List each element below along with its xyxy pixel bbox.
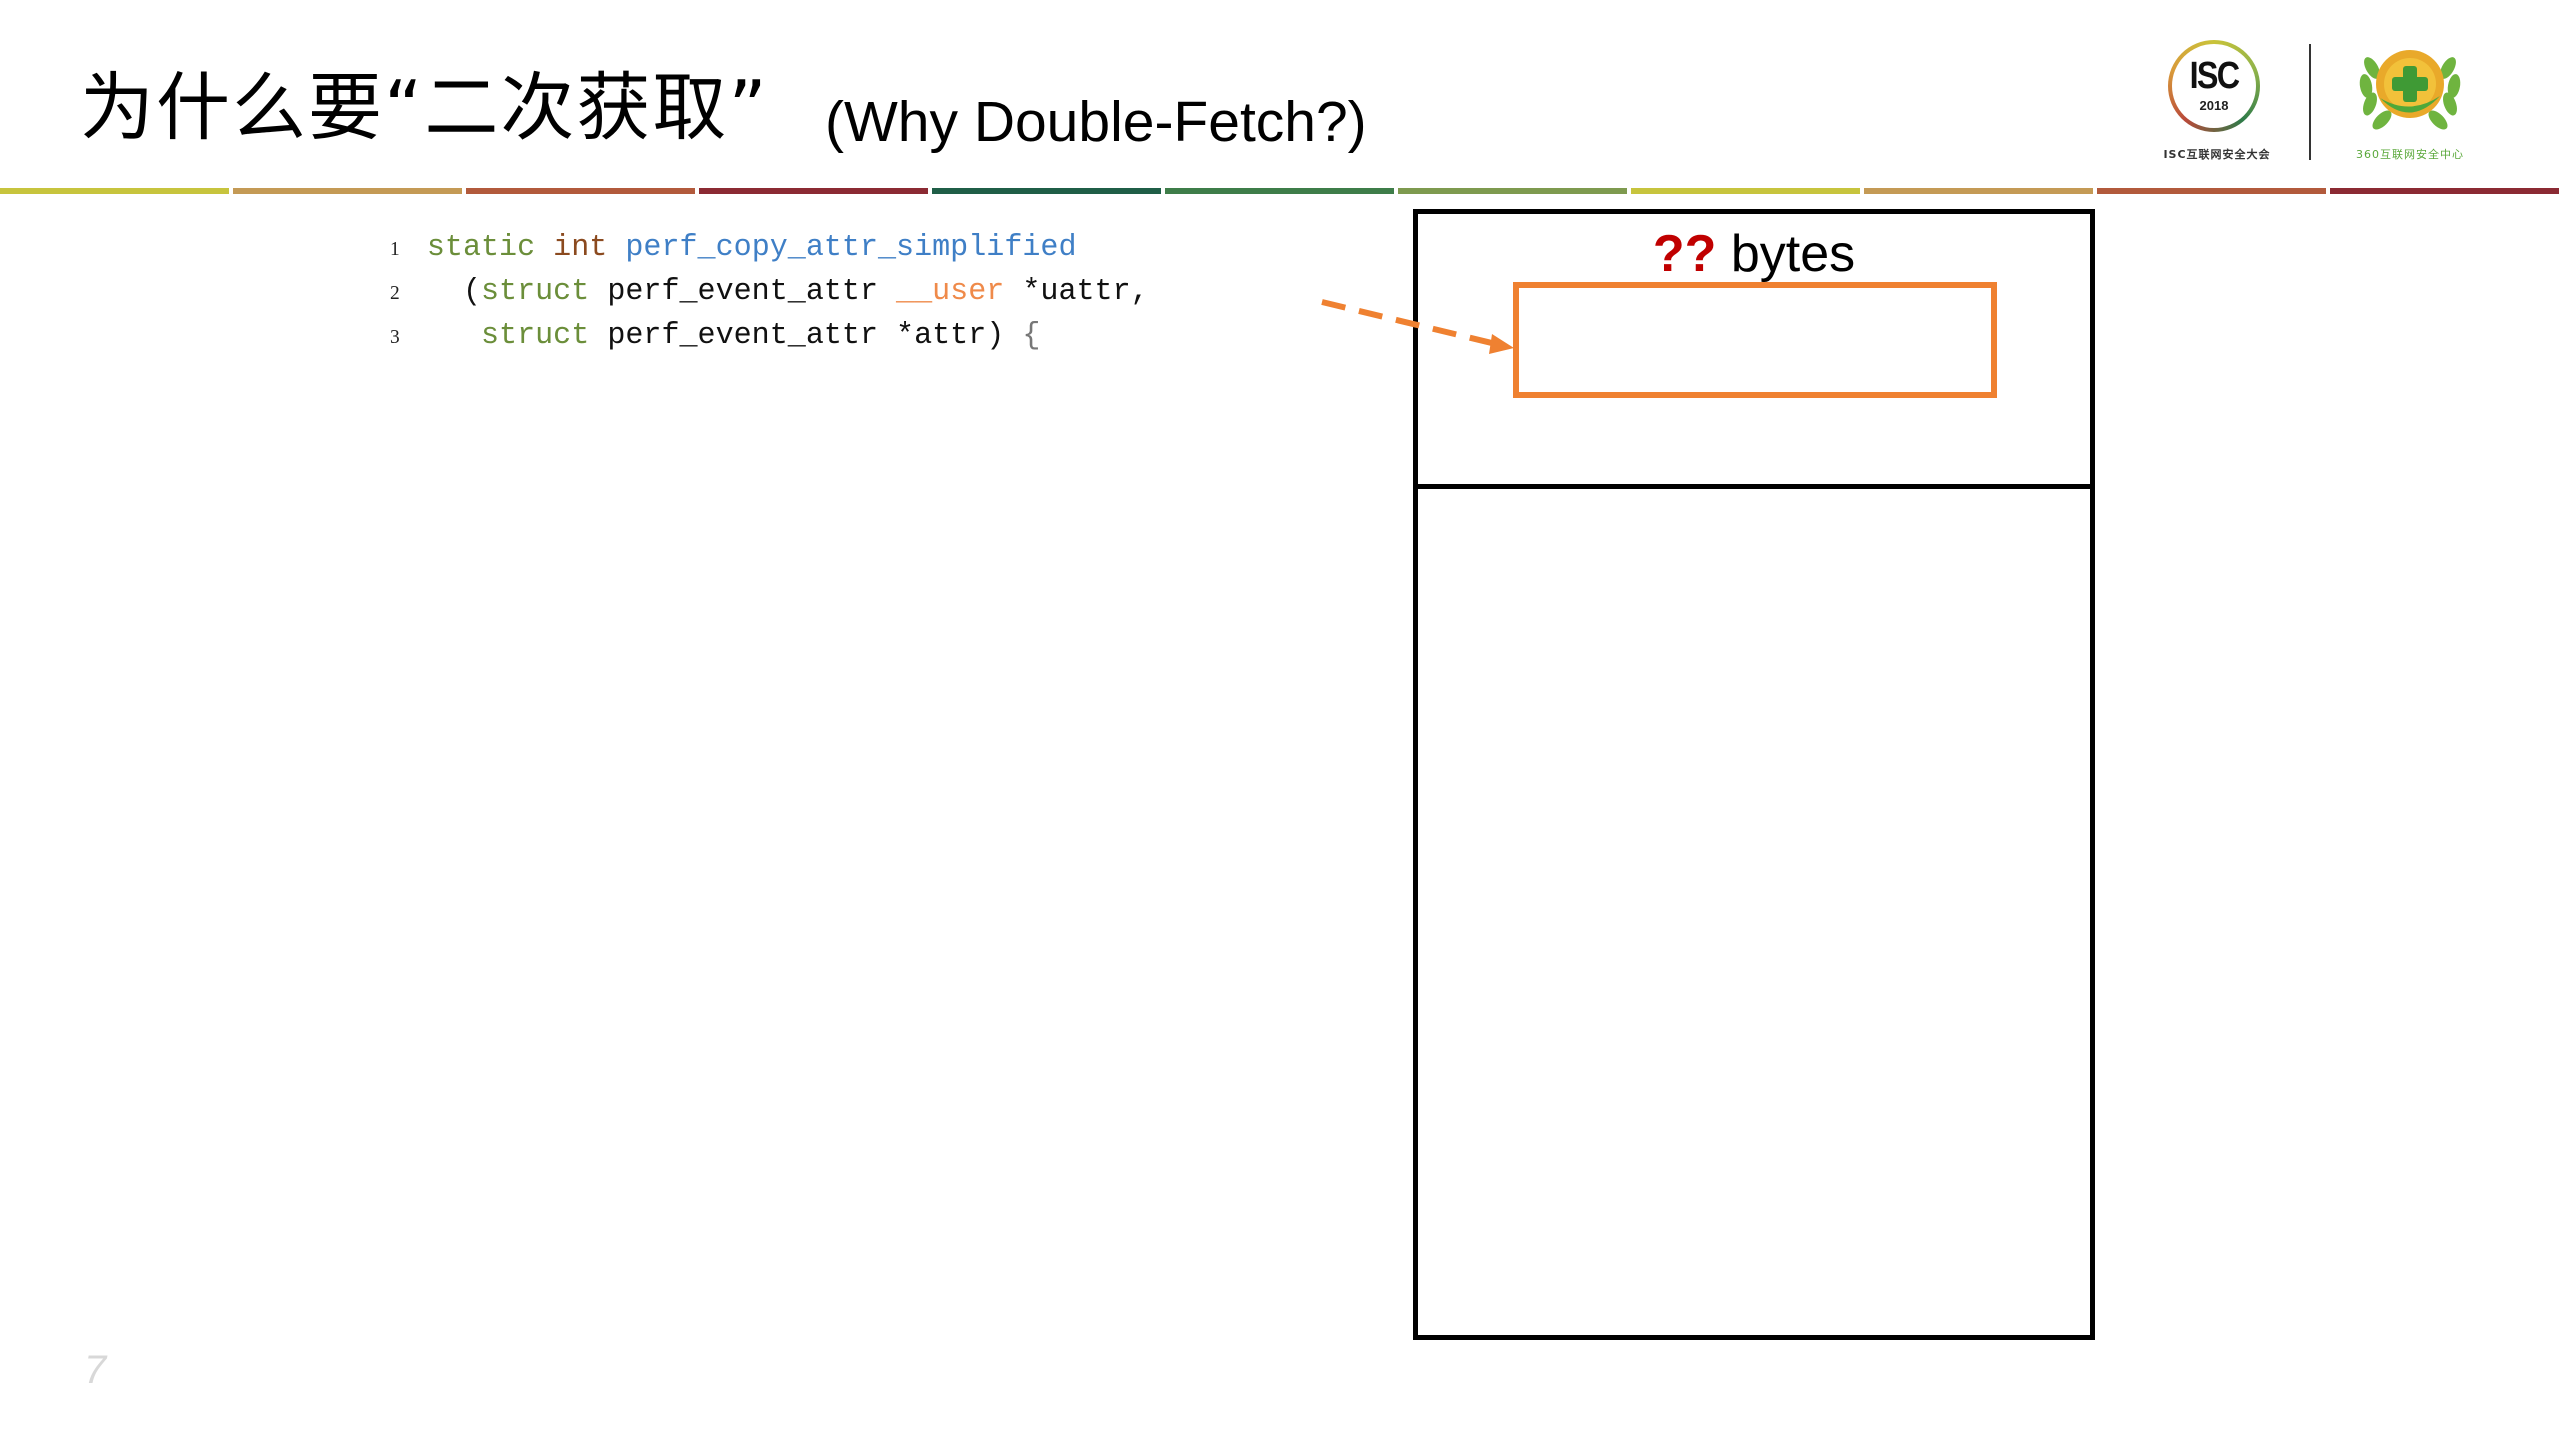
code-token-kw: static [426, 230, 536, 265]
360-logo-subtitle: 360互联网安全中心 [2356, 148, 2464, 161]
code-token-fn: perf_copy_attr_simplified [625, 230, 1077, 265]
title-english: (Why Double-Fetch?) [825, 90, 1367, 154]
stripe-segment [1165, 188, 1394, 194]
page-number: 7 [84, 1348, 107, 1392]
code-token-plain: ( [426, 274, 481, 309]
isc-2018-logo: ISC 2018 ISC互联网安全大会 [2160, 38, 2274, 168]
code-token-plain [607, 230, 625, 265]
360-security-center-logo: 360互联网安全中心 [2340, 38, 2480, 168]
stripe-segment [1631, 188, 1860, 194]
bytes-unit-label: bytes [1716, 225, 1856, 283]
code-listing: 1 static int perf_copy_attr_simplified 2 (… [390, 226, 1149, 358]
stripe-segment [699, 188, 928, 194]
code-token-plain [427, 318, 481, 353]
isc-logo-year: 2018 [2199, 98, 2229, 113]
laurel-shield-icon [2359, 50, 2461, 130]
line-number: 3 [390, 326, 400, 348]
buffer-size-label: ?? bytes [1418, 224, 2090, 284]
stripe-segment [466, 188, 695, 194]
code-line: 2 (struct perf_event_attr __user *uattr, [390, 270, 1149, 314]
code-line: 3 struct perf_event_attr *attr) { [390, 314, 1149, 358]
buffer-section-divider [1418, 484, 2090, 489]
stripe-segment [1398, 188, 1627, 194]
code-token-plain: *uattr, [1004, 274, 1149, 309]
unknown-size-marker: ?? [1652, 225, 1717, 283]
line-number: 2 [390, 282, 400, 304]
code-line: 1 static int perf_copy_attr_simplified [390, 226, 1149, 270]
stripe-segment [0, 188, 229, 194]
code-token-plain: perf_event_attr *attr) [589, 318, 1023, 353]
code-token-kw: struct [480, 318, 590, 353]
code-token-kw: struct [480, 274, 590, 309]
isc-logo-subtitle: ISC互联网安全大会 [2163, 148, 2271, 161]
logo-divider [2309, 44, 2311, 160]
stripe-segment [1864, 188, 2093, 194]
stripe-segment [932, 188, 1161, 194]
stripe-segment [2097, 188, 2326, 194]
isc-ring-icon [2168, 40, 2260, 132]
code-token-brace: { [1022, 318, 1041, 353]
header-region-highlight [1513, 282, 1997, 398]
code-token-plain [535, 230, 553, 265]
title-chinese: 为什么要“二次获取” [80, 65, 769, 151]
code-token-type: int [553, 230, 608, 265]
line-number: 1 [390, 238, 400, 260]
memory-buffer-box: ?? bytes [1413, 209, 2095, 1340]
code-token-plain: perf_event_attr [589, 274, 897, 309]
code-token-user: __user [896, 274, 1005, 309]
stripe-segment [233, 188, 462, 194]
stripe-segment [2330, 188, 2559, 194]
header-stripe-divider [0, 188, 2559, 194]
isc-logo-text: ISC [2189, 55, 2240, 97]
